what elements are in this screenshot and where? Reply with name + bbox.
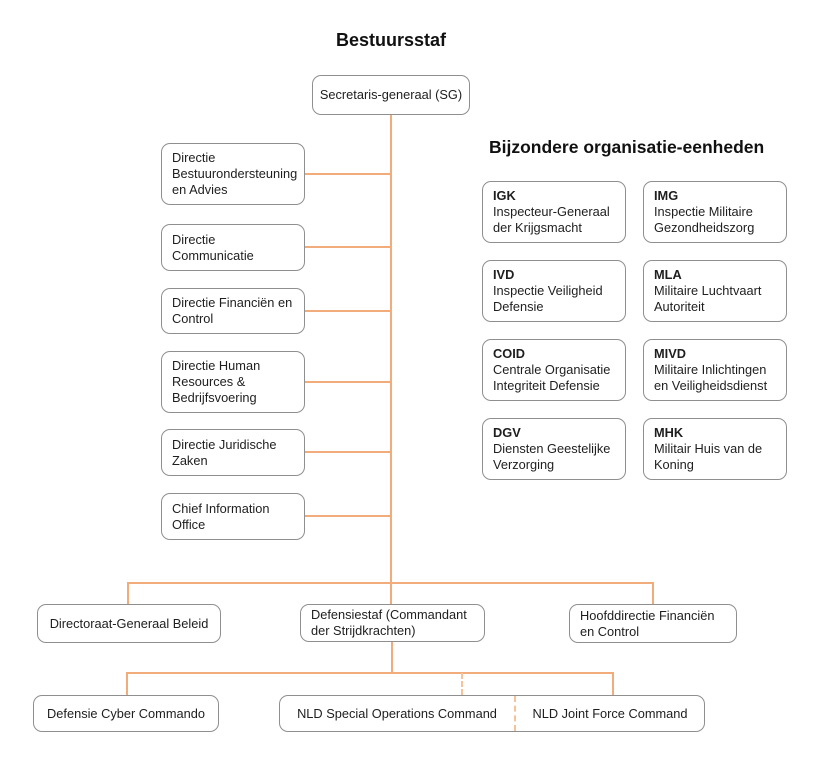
connector-drop-socom-dashed [461,673,463,695]
node-nld-joint-force-command: NLD Joint Force Command [514,696,704,731]
unit-name: Diensten Geestelijke Verzorging [493,441,611,472]
connector-drop-dgb [127,582,129,604]
node-igk: IGK Inspecteur-Generaal der Krijgsmacht [482,181,626,243]
connector-central-vertical [390,115,392,604]
unit-name: Inspectie Militaire Gezondheidszorg [654,204,755,235]
node-coid: COID Centrale Organisatie Integriteit De… [482,339,626,401]
unit-name: Inspecteur-Generaal der Krijgsmacht [493,204,610,235]
connector-drop-hfc [652,582,654,604]
node-label: Directoraat-Generaal Beleid [49,615,209,631]
node-label: Directie Human Resources & Bedrijfsvoeri… [172,358,261,405]
unit-abbr: IVD [493,267,515,282]
unit-abbr: IMG [654,188,679,203]
node-label: Hoofddirectie Financiën en Control [580,607,715,639]
node-chief-information-office: Chief Information Office [161,493,305,540]
connector-directie-1 [304,173,390,175]
node-defensiestaf: Defensiestaf (Commandant der Strijdkrach… [300,604,485,642]
unit-name: Militaire Inlichtingen en Veiligheidsdie… [654,362,768,393]
node-label: Directie Juridische Zaken [172,436,277,468]
node-directie-financien: Directie Financiën en Control [161,288,305,334]
page-title: Bestuursstaf [335,30,447,50]
node-label: Directie Financiën en Control [172,295,293,326]
node-directie-communicatie: Directie Communicatie [161,224,305,271]
unit-name: Militaire Luchtvaart Autoriteit [654,283,762,314]
unit-name: Inspectie Veiligheid Defensie [493,283,603,314]
connector-drop-jfc [612,672,614,696]
node-secretaris-generaal: Secretaris-generaal (SG) [312,75,470,115]
node-dgv: DGV Diensten Geestelijke Verzorging [482,418,626,480]
node-mla: MLA Militaire Luchtvaart Autoriteit [643,260,787,322]
connector-directie-4 [304,381,390,383]
node-label: NLD Special Operations Command [297,705,497,721]
node-img: IMG Inspectie Militaire Gezondheidszorg [643,181,787,243]
node-directoraat-generaal-beleid: Directoraat-Generaal Beleid [37,604,221,643]
node-label: Directie Communicatie [172,231,254,263]
node-mivd: MIVD Militaire Inlichtingen en Veilighei… [643,339,787,401]
node-hoofddirectie-financien: Hoofddirectie Financiën en Control [569,604,737,643]
connector-directie-2 [304,246,390,248]
connector-directie-3 [304,310,390,312]
node-label: Defensie Cyber Commando [47,705,205,721]
connector-level2-horizontal [127,582,654,584]
connector-drop-dcc [126,672,128,696]
unit-abbr: IGK [493,188,516,203]
node-directie-hr: Directie Human Resources & Bedrijfsvoeri… [161,351,305,413]
connector-directie-5 [304,451,390,453]
unit-abbr: MIVD [654,346,686,361]
node-label: Defensiestaf (Commandant der Strijdkrach… [311,607,467,638]
node-nld-special-operations-command: NLD Special Operations Command [280,696,514,731]
connector-level3-horizontal [126,672,614,674]
special-units-heading: Bijzondere organisatie-eenheden [489,137,765,157]
node-label: Directie Bestuurondersteuning en Advies [172,150,298,197]
unit-abbr: MHK [654,425,684,440]
unit-name: Centrale Organisatie Integriteit Defensi… [493,362,611,393]
connector-defensiestaf-down [391,640,393,674]
node-label: NLD Joint Force Command [532,705,688,721]
node-label: Secretaris-generaal (SG) [319,87,463,102]
node-label: Chief Information Office [172,500,270,532]
unit-abbr: COID [493,346,525,361]
node-directie-juridische-zaken: Directie Juridische Zaken [161,429,305,476]
connector-directie-6 [304,515,390,517]
node-directie-bestuurondersteuning: Directie Bestuurondersteuning en Advies [161,143,305,205]
unit-abbr: MLA [654,267,682,282]
node-ivd: IVD Inspectie Veiligheid Defensie [482,260,626,322]
unit-abbr: DGV [493,425,521,440]
unit-name: Militair Huis van de Koning [654,441,763,472]
node-defensie-cyber-commando: Defensie Cyber Commando [33,695,219,732]
node-mhk: MHK Militair Huis van de Koning [643,418,787,480]
node-commands-group: NLD Special Operations Command NLD Joint… [279,695,705,732]
